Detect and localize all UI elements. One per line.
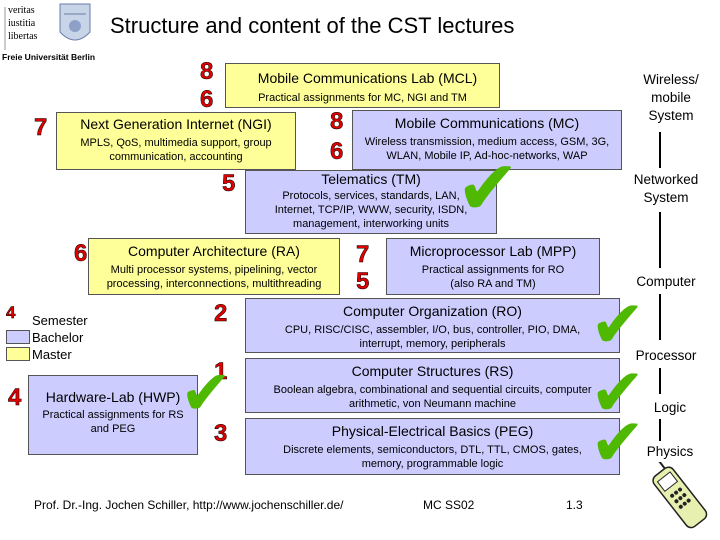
checkmark-icon-networked: ✔ [456,143,520,232]
mcl-number-6: 6 [200,86,214,113]
footer-author: Prof. Dr.-Ing. Jochen Schiller, http://w… [34,498,344,512]
mpp-title: Microprocessor Lab (MPP) [409,243,577,259]
mpp-desc-line-2: (also RA and TM) [450,278,536,290]
checkmark-icon-hwp: ✔ [180,356,232,429]
tm-desc-line-2: Internet, TCP/IP, WWW, security, ISDN, [274,204,468,216]
tm-desc-line-1: Protocols, services, standards, LAN, [282,190,460,202]
mcl-number-8: 8 [200,58,214,85]
ro-desc-line-1: CPU, RISC/CISC, assembler, I/O, bus, con… [284,324,581,336]
mc-title: Mobile Communications (MC) [394,115,580,131]
mc-number-8: 8 [330,108,344,135]
level-networked-line-1: Networked [633,172,699,187]
mpp-desc-line-1: Practical assignments for RO [421,264,565,276]
checkmark-icon-ro: ✔ [590,286,646,363]
mc-box [352,110,622,170]
ro-number: 2 [214,300,228,327]
level-wireless-line-1: Wireless/ [643,72,699,87]
peg-number: 3 [214,420,228,447]
ngi-box [56,112,296,170]
level-computer: Computer [636,274,696,289]
ngi-title: Next Generation Internet (NGI) [80,116,272,132]
peg-desc-line-2: memory, programmable logic [361,458,504,470]
legend-master-swatch [6,347,30,361]
footer-page: 1.3 [566,498,583,512]
peg-title: Physical-Electrical Basics (PEG) [331,423,534,439]
level-wireless-line-2: mobile [651,90,691,105]
tm-number: 5 [222,170,236,197]
rs-box [245,358,620,413]
fu-berlin-logo: veritas iustitia libertas Freie Universi… [2,2,96,64]
level-networked-line-2: System [643,190,689,205]
legend-master-label: Master [32,347,72,362]
footer-course: MC SS02 [423,498,475,512]
ra-desc-line-2: processing, interconnections, multithrea… [106,278,322,290]
tm-desc-line-3: management, interworking units [293,218,449,230]
mpp-number-5: 5 [356,268,370,295]
mcl-box [225,63,500,108]
ngi-desc-line-1: MPLS, QoS, multimedia support, group [80,137,272,149]
rs-desc-line-2: arithmetic, von Neumann machine [349,398,516,410]
level-physics: Physics [646,444,694,459]
hwp-desc-line-2: and PEG [90,423,136,435]
logo-line-2: iustitia [8,18,36,29]
hwp-number: 4 [8,384,22,411]
checkmark-icon-rs: ✔ [590,354,646,431]
level-logic: Logic [653,400,687,415]
level-wireless-line-3: System [648,108,694,123]
level-arrow-1 [659,132,661,168]
peg-box [245,418,620,475]
hwp-desc-line-1: Practical assignments for RS [42,409,184,421]
page-title: Structure and content of the CST lecture… [110,13,515,38]
hwp-box [28,375,198,455]
ngi-number: 7 [34,114,48,141]
mpp-number-7: 7 [356,241,370,268]
tm-title: Telematics (TM) [321,171,421,187]
rs-number: 1 [214,358,228,385]
ra-number: 6 [74,240,88,267]
mobile-phone-icon [644,459,714,534]
level-arrow-4 [659,368,661,394]
level-processor: Processor [635,348,697,363]
ra-title: Computer Architecture (RA) [128,243,300,259]
ro-desc-line-2: interrupt, memory, peripherals [359,338,506,350]
legend-bachelor-label: Bachelor [32,330,84,345]
mc-desc-line-1: Wireless transmission, medium access, GS… [364,136,610,148]
logo-line-1: veritas [8,5,35,16]
ra-box [88,238,340,295]
ra-desc-line-1: Multi processor systems, pipelining, vec… [110,264,318,276]
level-arrow-3 [659,294,661,340]
level-arrow-5 [659,419,661,441]
hwp-title: Hardware-Lab (HWP) [45,389,181,405]
mc-desc-line-2: WLAN, Mobile IP, Ad-hoc-networks, WAP [386,150,588,162]
legend-semester-label: Semester [32,313,88,328]
legend-semester-number: 4 [6,303,16,322]
rs-desc-line-1: Boolean algebra, combinational and seque… [273,384,592,396]
ro-box [245,298,620,353]
ro-title: Computer Organization (RO) [343,303,522,319]
peg-desc-line-1: Discrete elements, semiconductors, DTL, … [283,444,582,456]
legend-bachelor-swatch [6,330,30,344]
mpp-box [386,238,600,295]
logo-seal [2,2,94,52]
level-arrow-2 [659,212,661,268]
logo-line-3: libertas [8,31,38,42]
tm-box [245,170,497,234]
mcl-title: Mobile Communications Lab (MCL) [257,70,478,86]
logo-caption: Freie Universität Berlin [2,52,96,62]
mc-number-6: 6 [330,138,344,165]
mcl-desc: Practical assignments for MC, NGI and TM [258,92,467,104]
rs-title: Computer Structures (RS) [351,363,514,379]
ngi-desc-line-2: communication, accounting [109,151,243,163]
checkmark-icon-peg: ✔ [590,404,646,481]
